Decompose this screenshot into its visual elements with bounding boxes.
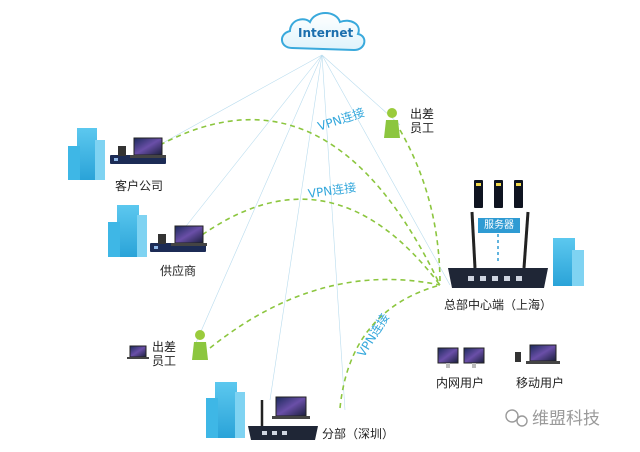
mobile-users-laptop-icon: [515, 344, 560, 364]
vpn-links: [159, 118, 441, 409]
headquarters-building-icon: [553, 238, 584, 286]
travel-staff-left-laptop-icon: [127, 345, 149, 359]
branch-laptop-icon: [272, 396, 310, 419]
client-company-label: 客户公司: [115, 179, 164, 193]
supplier-laptop-icon: [158, 225, 207, 246]
cloud-label: Internet: [298, 26, 354, 40]
server-icon: [474, 180, 523, 208]
branch-building-icon: [206, 382, 245, 438]
headquarters-router-icon: [448, 211, 548, 288]
intranet-users-label: 内网用户: [436, 376, 485, 390]
supplier-label: 供应商: [160, 264, 197, 278]
client-company-building-icon: [68, 128, 105, 180]
cloud-icon: [281, 12, 366, 52]
headquarters-label: 总部中心端（上海）: [444, 298, 553, 312]
travel-staff-left-label: 出差 员工: [152, 340, 177, 368]
server-label: 服务器: [478, 218, 520, 233]
travel-staff-top-person-icon: [384, 108, 400, 138]
client-company-laptop-icon: [118, 137, 166, 158]
branch-router-icon: [248, 400, 318, 440]
supplier-building-icon: [108, 205, 147, 257]
intranet-users-monitor-icon: [437, 347, 485, 368]
wechat-icon: [505, 409, 528, 427]
mobile-users-label: 移动用户: [516, 376, 565, 390]
branch-label: 分部（深圳）: [322, 427, 395, 441]
travel-staff-top-label: 出差 员工: [410, 107, 435, 135]
watermark-text: 维盟科技: [532, 409, 600, 429]
travel-staff-left-person-icon: [192, 330, 208, 360]
internet-rays: [149, 54, 451, 411]
